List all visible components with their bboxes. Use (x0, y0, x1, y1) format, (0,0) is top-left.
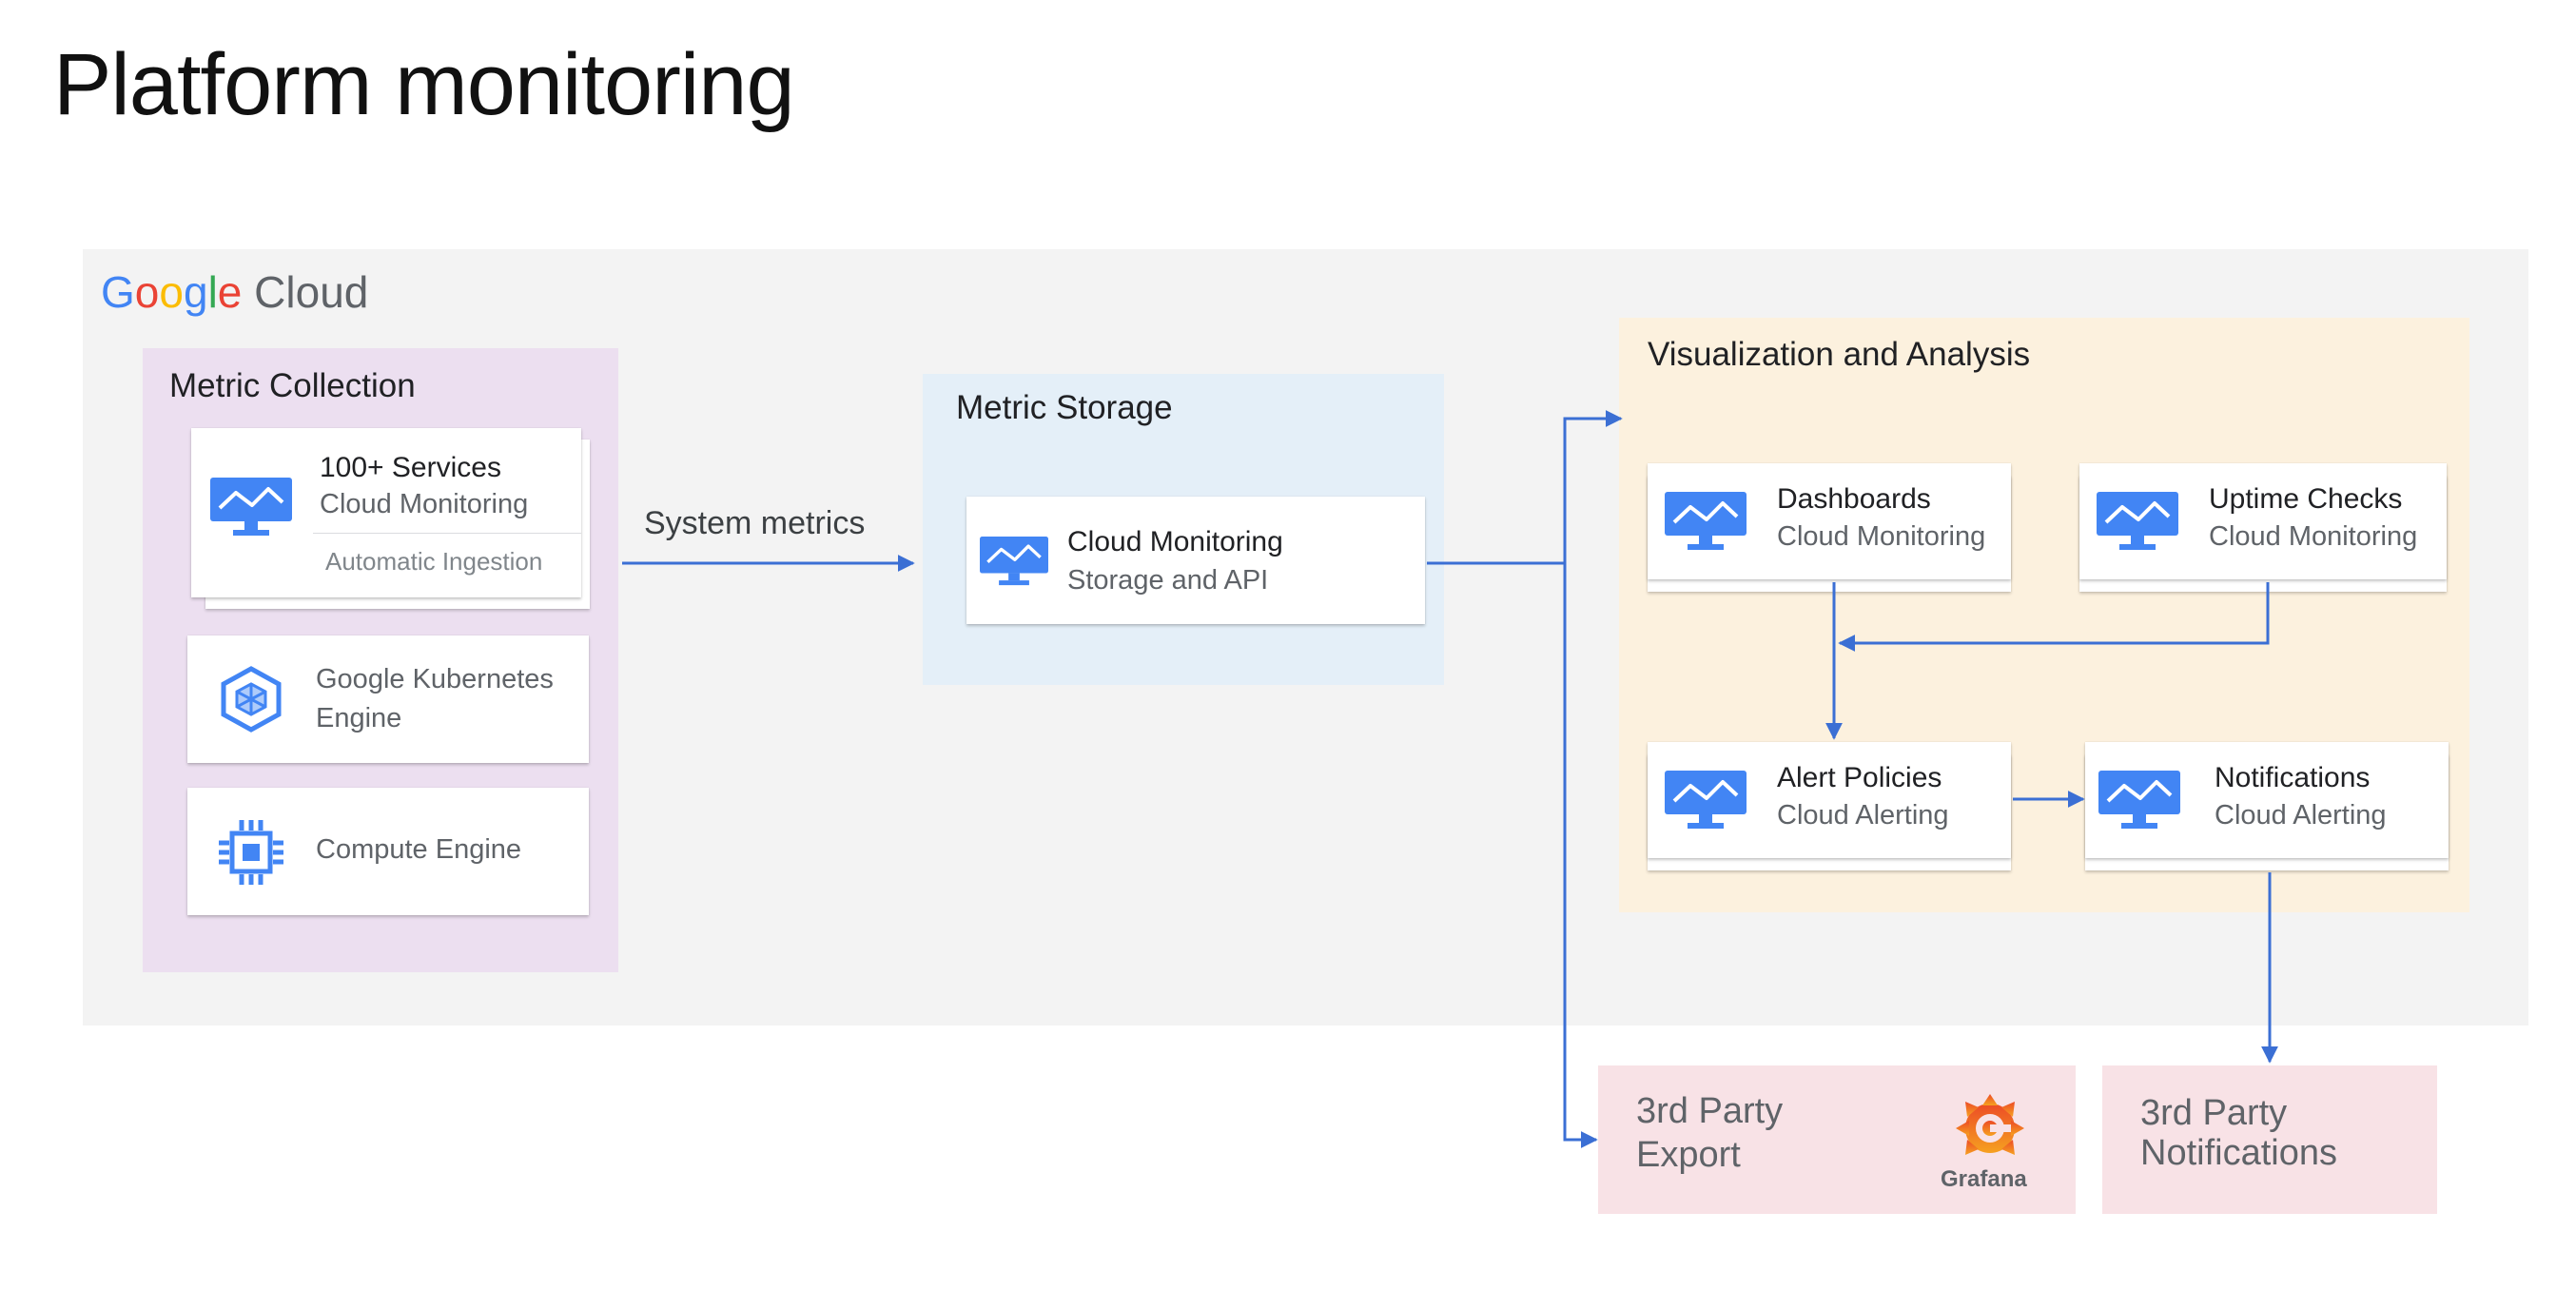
notifications-card[interactable]: Notifications Cloud Alerting (2085, 742, 2449, 858)
gke-card[interactable]: Google Kubernetes Engine (187, 635, 589, 763)
uptime-checks-card[interactable]: Uptime Checks Cloud Monitoring (2079, 463, 2447, 579)
logo-letter-e: e (217, 267, 243, 317)
metric-collection-title: Metric Collection (169, 367, 416, 404)
third-party-notifications-box[interactable]: 3rd Party Notifications (2102, 1065, 2437, 1214)
cloud-monitoring-storage-title: Cloud Monitoring (1067, 526, 1283, 557)
dashboards-subtitle: Cloud Monitoring (1777, 521, 1986, 552)
logo-letter-o2: o (159, 267, 184, 317)
alert-policies-subtitle: Cloud Alerting (1777, 800, 1949, 831)
kubernetes-engine-icon (220, 666, 283, 733)
alert-policies-title: Alert Policies (1777, 762, 1942, 793)
page-title: Platform monitoring (53, 36, 795, 133)
monitoring-icon (2097, 492, 2178, 551)
services-divider (313, 533, 581, 534)
metric-storage-title: Metric Storage (956, 389, 1173, 426)
cloud-monitoring-storage-subtitle: Storage and API (1067, 565, 1269, 596)
grafana-icon (1952, 1090, 2028, 1163)
grafana-label: Grafana (1941, 1166, 2027, 1192)
notifications-title: Notifications (2215, 762, 2371, 793)
services-subtitle: Cloud Monitoring (320, 489, 529, 519)
services-note: Automatic Ingestion (325, 547, 543, 576)
monitoring-icon (1665, 492, 1747, 551)
cloud-monitoring-storage-card[interactable]: Cloud Monitoring Storage and API (966, 497, 1425, 624)
logo-letter-g2: g (183, 267, 208, 317)
notifications-subtitle: Cloud Alerting (2215, 800, 2387, 831)
dashboards-card[interactable]: Dashboards Cloud Monitoring (1648, 463, 2011, 579)
services-card[interactable]: 100+ Services Cloud Monitoring Automatic… (191, 428, 581, 597)
logo-letter-g: G (101, 267, 135, 317)
monitoring-icon (980, 537, 1048, 586)
services-title: 100+ Services (320, 452, 501, 483)
gke-label-line2: Engine (316, 703, 402, 733)
logo-letter-l: l (207, 267, 218, 317)
compute-engine-card[interactable]: Compute Engine (187, 788, 589, 915)
compute-engine-label: Compute Engine (316, 834, 522, 865)
visualization-title: Visualization and Analysis (1648, 336, 2031, 373)
third-party-export-line1: 3rd Party (1636, 1091, 1784, 1131)
uptime-checks-subtitle: Cloud Monitoring (2209, 521, 2418, 552)
monitoring-icon (210, 478, 292, 537)
monitoring-icon (2098, 771, 2180, 830)
google-cloud-logo: Google Cloud (101, 266, 368, 319)
gke-label-line1: Google Kubernetes (316, 664, 554, 694)
third-party-notifications-line1: 3rd Party (2140, 1093, 2288, 1133)
compute-engine-icon (216, 817, 286, 888)
logo-letter-o1: o (134, 267, 160, 317)
dashboards-title: Dashboards (1777, 483, 1931, 515)
alert-policies-card[interactable]: Alert Policies Cloud Alerting (1648, 742, 2011, 858)
third-party-notifications-line2: Notifications (2140, 1133, 2337, 1173)
system-metrics-label: System metrics (644, 505, 866, 541)
logo-cloud-word: Cloud (254, 267, 369, 317)
third-party-export-line2: Export (1636, 1135, 1741, 1175)
monitoring-icon (1665, 771, 1747, 830)
uptime-checks-title: Uptime Checks (2209, 483, 2403, 515)
third-party-export-box[interactable]: 3rd Party Export Grafana (1598, 1065, 2076, 1214)
